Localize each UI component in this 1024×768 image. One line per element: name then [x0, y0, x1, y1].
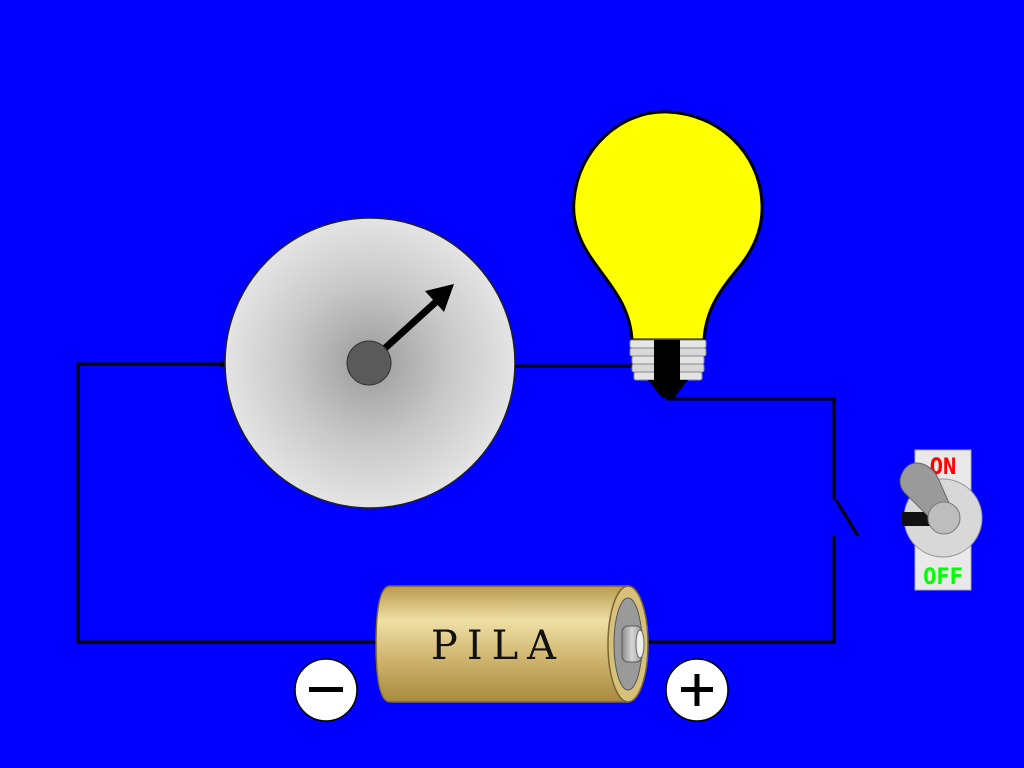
light-bulb-icon[interactable] — [572, 110, 764, 398]
bulb-glass — [572, 110, 764, 342]
switch-off-label: OFF — [923, 565, 963, 590]
wire-left-loop — [76, 362, 378, 644]
galvanometer-icon[interactable] — [224, 217, 516, 509]
plus-icon — [681, 674, 713, 706]
battery-label: PILA — [431, 623, 565, 669]
positive-terminal-marker — [665, 658, 729, 722]
toggle-switch-icon[interactable]: ON OFF — [899, 449, 983, 591]
wire-junction — [219, 361, 225, 367]
wire-switch-blade — [834, 499, 860, 537]
battery-body — [375, 585, 629, 703]
bulb-contact — [648, 380, 688, 398]
minus-icon — [309, 687, 343, 692]
wire-switch-to-battery — [640, 535, 836, 644]
switch-pivot — [927, 501, 961, 535]
battery-icon[interactable]: PILA — [375, 585, 649, 703]
meter-needle-arrowhead — [425, 284, 454, 312]
circuit-wires — [76, 362, 860, 644]
negative-terminal-marker — [294, 658, 358, 722]
wire-bulb-to-switch — [666, 397, 836, 500]
meter-pivot — [346, 340, 392, 386]
battery-terminal-tip — [635, 629, 645, 659]
